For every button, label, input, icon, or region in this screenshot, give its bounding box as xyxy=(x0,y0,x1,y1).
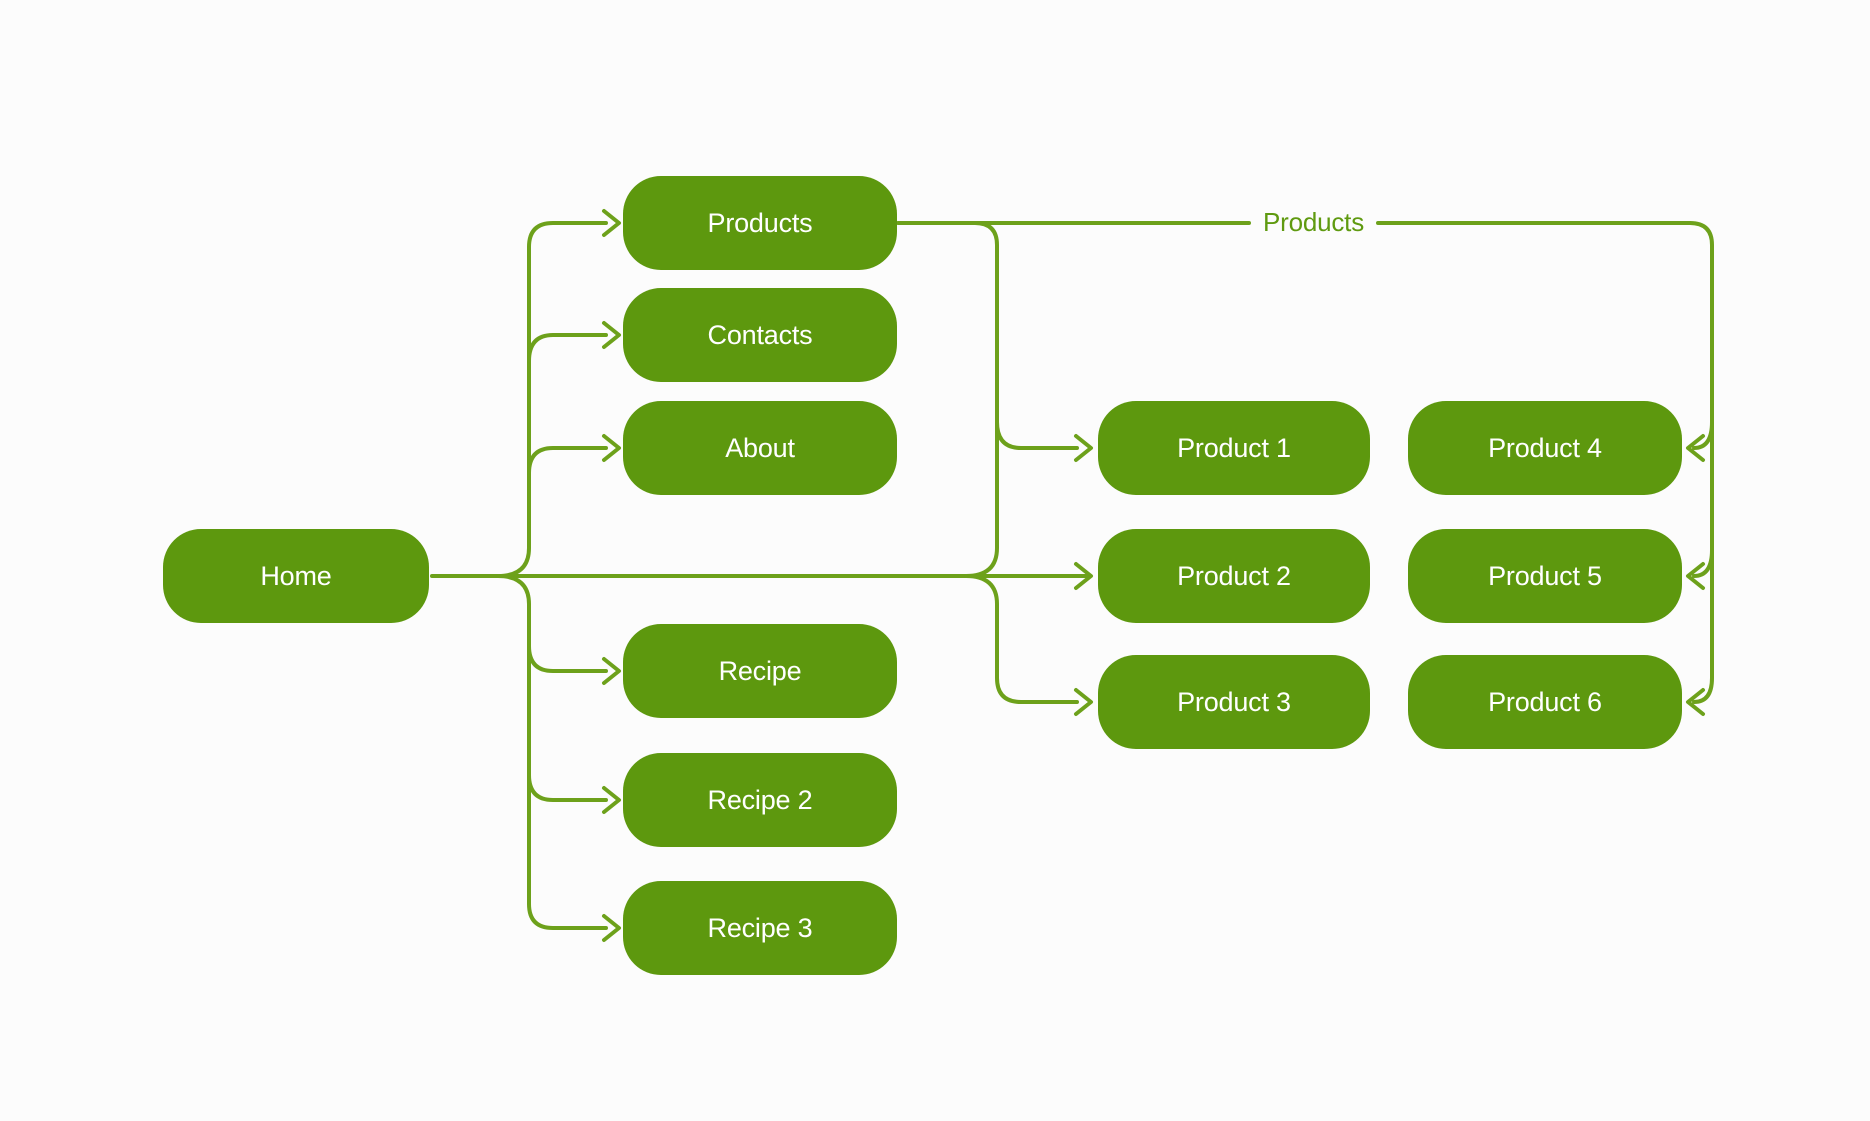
node-recipe-3[interactable]: Recipe 3 xyxy=(623,881,897,975)
node-products[interactable]: Products xyxy=(623,176,897,270)
node-home-label: Home xyxy=(260,560,332,591)
arrowhead-recipe xyxy=(602,657,621,685)
node-about-label: About xyxy=(725,432,795,463)
arrowhead-recipe2 xyxy=(602,786,621,814)
edge-label-products: Products xyxy=(1262,207,1364,237)
arrowhead-product6 xyxy=(1686,688,1705,716)
node-product-5[interactable]: Product 5 xyxy=(1408,529,1682,623)
node-product-6[interactable]: Product 6 xyxy=(1408,655,1682,749)
node-recipe-2-label: Recipe 2 xyxy=(707,784,813,815)
node-product-6-label: Product 6 xyxy=(1488,686,1602,717)
node-products-label: Products xyxy=(707,207,813,238)
node-product-3[interactable]: Product 3 xyxy=(1098,655,1370,749)
node-product-1[interactable]: Product 1 xyxy=(1098,401,1370,495)
arrowhead-products xyxy=(602,209,621,237)
arrowhead-contacts xyxy=(602,321,621,349)
node-contacts[interactable]: Contacts xyxy=(623,288,897,382)
node-product-4-label: Product 4 xyxy=(1488,432,1602,463)
edge-products-product4-line xyxy=(1692,420,1714,450)
node-product-1-label: Product 1 xyxy=(1177,432,1291,463)
arrowhead-product4 xyxy=(1686,434,1705,462)
node-home[interactable]: Home xyxy=(163,529,429,623)
edge-home-recipe2-line xyxy=(527,773,608,802)
edge-home-recipe-line xyxy=(527,644,608,673)
edge-home-recipe3-line xyxy=(496,574,608,930)
edge-products-drop-line xyxy=(964,221,999,578)
arrowhead-product2 xyxy=(1074,562,1093,590)
arrowhead-about xyxy=(602,434,621,462)
node-contacts-label: Contacts xyxy=(707,319,813,350)
node-recipe-2[interactable]: Recipe 2 xyxy=(623,753,897,847)
node-product-5-label: Product 5 xyxy=(1488,560,1602,591)
node-product-2-label: Product 2 xyxy=(1177,560,1291,591)
edge-products-product6-line xyxy=(1376,221,1714,704)
edge-products-product1-line xyxy=(995,420,1079,450)
arrowhead-product1 xyxy=(1074,434,1093,462)
edge-home-products-line xyxy=(496,221,608,578)
arrowhead-product5 xyxy=(1686,562,1705,590)
edge-products-product5-line xyxy=(1692,548,1714,578)
edge-home-contacts-line xyxy=(527,333,608,363)
arrowhead-recipe3 xyxy=(602,914,621,942)
node-about[interactable]: About xyxy=(623,401,897,495)
edge-products-product3-line xyxy=(964,574,1079,704)
node-recipe-label: Recipe xyxy=(718,655,802,686)
node-product-3-label: Product 3 xyxy=(1177,686,1291,717)
arrowhead-product3 xyxy=(1074,688,1093,716)
node-product-4[interactable]: Product 4 xyxy=(1408,401,1682,495)
edge-home-about-line xyxy=(527,446,608,475)
node-product-2[interactable]: Product 2 xyxy=(1098,529,1370,623)
node-recipe-3-label: Recipe 3 xyxy=(707,912,813,943)
node-recipe[interactable]: Recipe xyxy=(623,624,897,718)
